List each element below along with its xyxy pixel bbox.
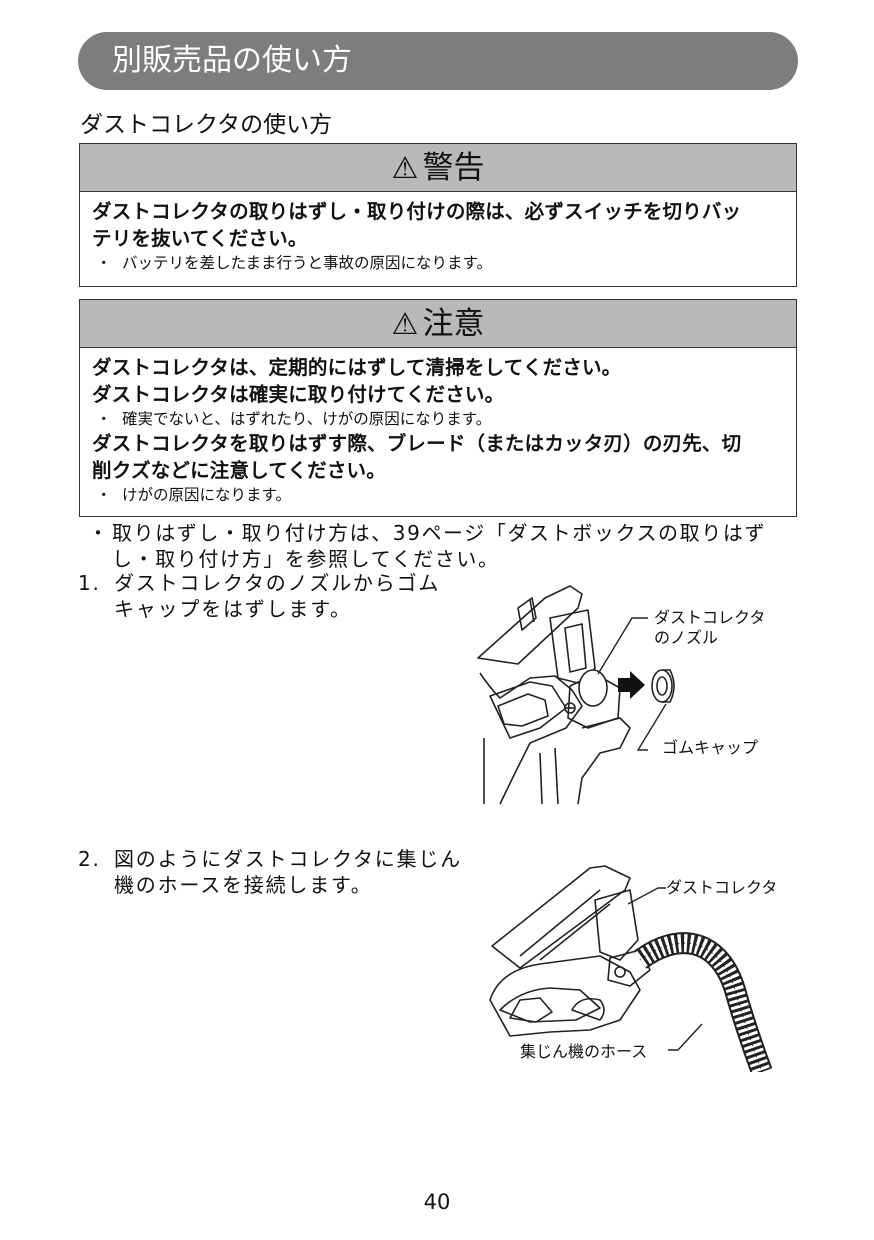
caution-note: ・けがの原因になります。 bbox=[96, 486, 291, 504]
caution-heading: 注意 bbox=[422, 306, 485, 342]
reference-line: 取りはずし・取り付け方は、39ページ「ダストボックスの取りはず bbox=[112, 521, 767, 545]
caution-header: ⚠注意 bbox=[80, 300, 796, 348]
figure-hose-connect: ダストコレクタ 集じん機のホース bbox=[480, 860, 800, 1076]
warning-note: ・バッテリを差したまま行うと事故の原因になります。 bbox=[96, 254, 492, 272]
caution-line: ダストコレクタを取りはずす際、ブレード（またはカッタ刃）の刃先、切 bbox=[92, 432, 742, 455]
caution-line: ダストコレクタは、定期的にはずして清掃をしてください。 bbox=[92, 356, 622, 379]
warning-heading: 警告 bbox=[422, 150, 485, 186]
step-number: 2. bbox=[78, 847, 101, 871]
caution-line: ダストコレクタは確実に取り付けてください。 bbox=[92, 383, 505, 406]
caution-note: ・確実でないと、はずれたり、けがの原因になります。 bbox=[96, 410, 492, 428]
warning-line: ダストコレクタの取りはずし・取り付けの際は、必ずスイッチを切りバッ bbox=[92, 200, 742, 223]
warning-triangle-icon: ⚠ bbox=[391, 307, 419, 342]
caution-body: ダストコレクタは、定期的にはずして清掃をしてください。 ダストコレクタは確実に取… bbox=[80, 348, 796, 514]
step-1: 1. ダストコレクタのノズルからゴム キャップをはずします。 bbox=[78, 570, 498, 622]
step-text: 図のようにダストコレクタに集じん bbox=[114, 847, 462, 871]
tool-illustration-2 bbox=[489, 865, 773, 1076]
caution-box: ⚠注意 ダストコレクタは、定期的にはずして清掃をしてください。 ダストコレクタは… bbox=[79, 299, 797, 517]
caution-line: 削クズなどに注意してください。 bbox=[92, 459, 386, 482]
bullet: ・ bbox=[88, 521, 110, 545]
step-text: ダストコレクタのノズルからゴム bbox=[114, 571, 441, 595]
step-number: 1. bbox=[78, 571, 101, 595]
page-number: 40 bbox=[423, 1190, 451, 1214]
section-heading: ダストコレクタの使い方 bbox=[80, 112, 333, 138]
tool-illustration-1 bbox=[477, 585, 675, 805]
label-dust-collector: ダストコレクタ bbox=[666, 878, 778, 898]
warning-body: ダストコレクタの取りはずし・取り付けの際は、必ずスイッチを切りバッ テリを抜いて… bbox=[80, 192, 796, 282]
figure-nozzle-cap: ダストコレクタ のノズル ゴムキャップ bbox=[470, 578, 800, 808]
page-title: 別販売品の使い方 bbox=[78, 32, 798, 90]
label-rubber-cap: ゴムキャップ bbox=[662, 738, 759, 758]
warning-line: テリを抜いてください。 bbox=[92, 227, 308, 250]
label-nozzle: ダストコレクタ のノズル bbox=[654, 608, 766, 648]
step-2: 2. 図のようにダストコレクタに集じん 機のホースを接続します。 bbox=[78, 846, 498, 898]
reference-line: し・取り付け方」を参照してください。 bbox=[112, 547, 500, 571]
warning-header: ⚠警告 bbox=[80, 144, 796, 192]
warning-triangle-icon: ⚠ bbox=[391, 151, 419, 186]
reference-note: ・ 取りはずし・取り付け方は、39ページ「ダストボックスの取りはず し・取り付け… bbox=[88, 520, 800, 572]
step-text: 機のホースを接続します。 bbox=[114, 873, 373, 897]
warning-box: ⚠警告 ダストコレクタの取りはずし・取り付けの際は、必ずスイッチを切りバッ テリ… bbox=[79, 143, 797, 287]
label-vacuum-hose: 集じん機のホース bbox=[520, 1042, 648, 1062]
step-text: キャップをはずします。 bbox=[114, 597, 352, 621]
